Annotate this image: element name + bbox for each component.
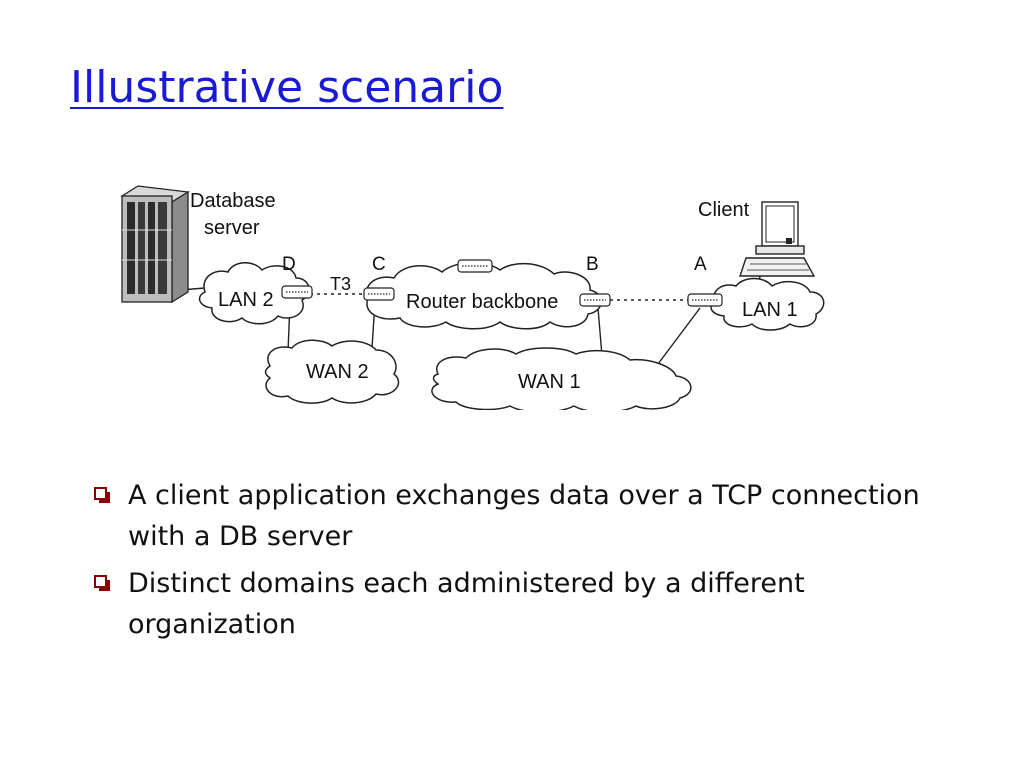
link-a-wan1 (657, 307, 701, 365)
client-label: Client (698, 199, 750, 221)
cloud-wan1 (431, 347, 692, 410)
bullet-text: Distinct domains each administered by a … (128, 568, 805, 640)
bullet-item: Distinct domains each administered by a … (90, 563, 970, 645)
router-a-icon (687, 293, 723, 307)
slide-title: Illustrative scenario (70, 62, 504, 113)
wan1-label: WAN 1 (518, 371, 581, 393)
router-c-icon (363, 287, 395, 301)
bullet-list: A client application exchanges data over… (90, 475, 970, 651)
router-b-icon (579, 293, 611, 307)
bullet-text: A client application exchanges data over… (128, 480, 920, 552)
router-backbone-icon (457, 259, 493, 273)
lan1-label: LAN 1 (742, 299, 798, 321)
wan2-label: WAN 2 (306, 361, 369, 383)
database-server-label-line2: server (204, 217, 260, 239)
bullet-box-icon (94, 487, 110, 503)
bullet-item: A client application exchanges data over… (90, 475, 970, 557)
cloud-lan2 (198, 262, 310, 325)
database-server-icon (120, 185, 190, 304)
bullet-box-icon (94, 575, 110, 591)
router-backbone-label: Router backbone (406, 291, 558, 313)
link-b-wan1 (597, 307, 603, 357)
t3-link-label: T3 (330, 274, 351, 294)
router-c-label: C (372, 254, 386, 275)
cloud-lan1 (710, 277, 825, 331)
client-computer-icon (739, 201, 816, 277)
router-b-label: B (586, 254, 599, 275)
router-d-icon (281, 285, 313, 299)
cloud-wan2 (264, 339, 400, 404)
router-d-label: D (282, 254, 296, 275)
router-a-label: A (694, 254, 707, 275)
lan2-label: LAN 2 (218, 289, 274, 311)
network-diagram: Database server Client D C B A T3 LAN 2 … (120, 185, 825, 410)
database-server-label-line1: Database (190, 190, 276, 212)
